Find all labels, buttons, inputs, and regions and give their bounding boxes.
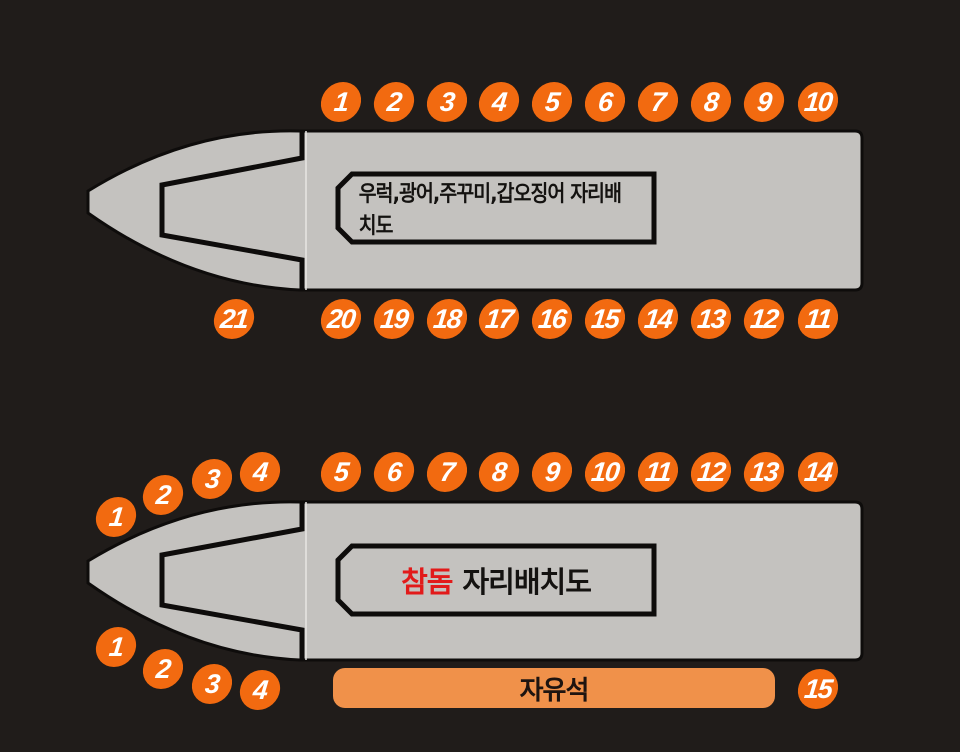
boat1-hull: [86, 129, 864, 292]
boat2-hull: [86, 500, 864, 662]
boat2-title-highlight: 참돔: [401, 565, 453, 599]
free-seat-bar[interactable]: 자유석: [333, 668, 775, 708]
boat2-title-rest: 자리배치도: [462, 565, 591, 599]
boat1-title: 우럭,광어,주꾸미,갑오징어 자리배치도: [358, 182, 622, 239]
boat2-title: 참돔 자리배치도: [340, 548, 652, 612]
